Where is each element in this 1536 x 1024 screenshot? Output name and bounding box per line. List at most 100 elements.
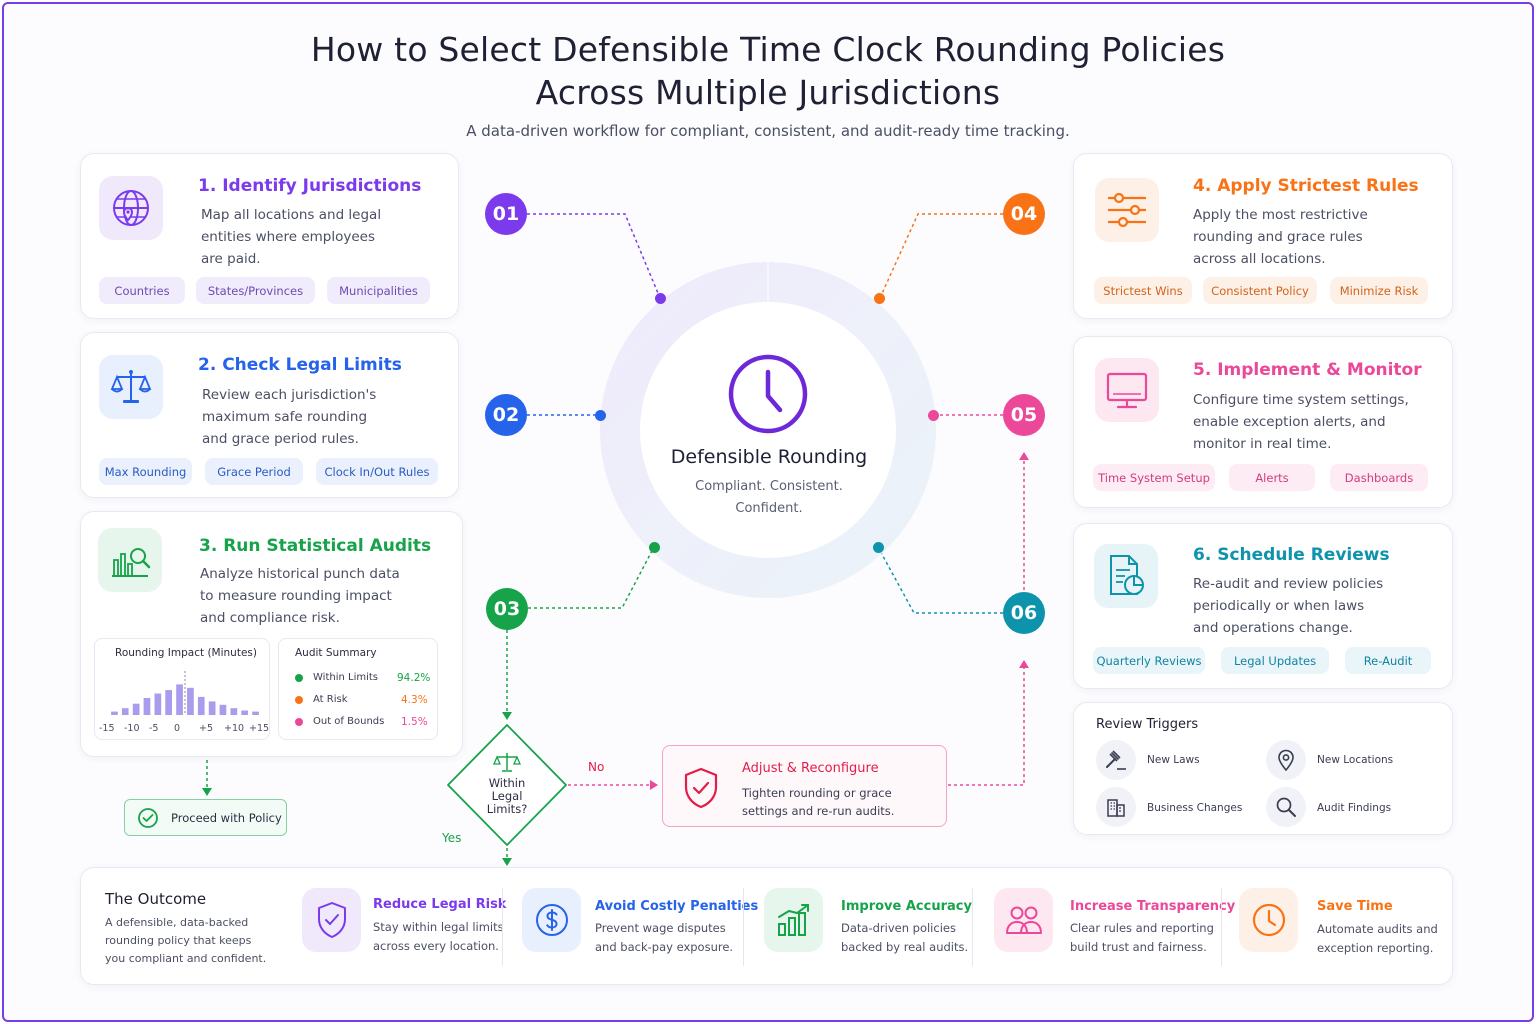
proceed-label: Proceed with Policy	[171, 810, 282, 825]
outcome-item-desc-line: across every location.	[373, 939, 499, 953]
outcome-item-desc-5: Automate audits and exception reporting.	[1317, 920, 1438, 958]
x-tick-label: -15	[99, 723, 115, 734]
badge-05: 05	[1003, 394, 1045, 436]
decision-diamond	[447, 724, 567, 846]
connector-04	[879, 213, 1003, 299]
step-desc-2: Review each jurisdiction's maximum safe …	[202, 384, 376, 450]
building-icon	[1096, 787, 1136, 827]
page-subtitle: A data-driven workflow for compliant, co…	[466, 122, 1070, 140]
tag-municipalities: Municipalities	[327, 277, 430, 304]
step-desc-3-line: Analyze historical punch data	[200, 566, 400, 582]
adjust-box: Adjust & Reconfigure Tighten rounding or…	[662, 745, 947, 827]
clock-icon	[1239, 888, 1298, 952]
outcome-item-desc-line: backed by real audits.	[841, 940, 969, 954]
histogram-bar	[208, 701, 216, 715]
growth-chart-icon	[764, 888, 823, 952]
histogram-bar	[187, 687, 194, 715]
divider	[502, 888, 503, 966]
center-subtitle: Compliant. Consistent. Confident.	[640, 476, 898, 520]
step-desc-4-line: across all locations.	[1193, 251, 1326, 267]
decision-line: Within	[488, 776, 526, 790]
step-desc-5-line: monitor in real time.	[1193, 436, 1332, 452]
tag-states-provinces: States/Provinces	[196, 277, 315, 304]
step-card-2: 2. Check Legal Limits Review each jurisd…	[80, 332, 459, 498]
step-card-1: 1. Identify Jurisdictions Map all locati…	[80, 153, 459, 319]
histogram-bar	[121, 708, 129, 715]
tag-max-rounding: Max Rounding	[99, 458, 192, 485]
badge-02: 02	[485, 394, 527, 436]
title-line-2: Across Multiple Jurisdictions	[535, 73, 1001, 112]
title-line-1: How to Select Defensible Time Clock Roun…	[310, 30, 1226, 69]
adjust-desc: Tighten rounding or grace settings and r…	[742, 784, 894, 820]
connector-01	[527, 213, 661, 299]
location-pin-icon	[1266, 740, 1306, 780]
outcome-item-desc-line: Stay within legal limits	[373, 920, 504, 934]
step-title-6: 6. Schedule Reviews	[1193, 545, 1390, 565]
step-title-2: 2. Check Legal Limits	[198, 355, 402, 375]
step-card-3: 3. Run Statistical Audits Analyze histor…	[80, 511, 463, 757]
outcome-title: The Outcome	[105, 890, 207, 908]
step-desc-6-line: Re-audit and review policies	[1193, 576, 1384, 592]
histogram-bar	[154, 693, 162, 715]
outcome-desc-line: you compliant and confident.	[105, 952, 267, 965]
outcome-item-desc-line: Data-driven policies	[841, 921, 956, 935]
tag-legal-updates: Legal Updates	[1221, 647, 1329, 674]
trigger-audit-findings: Audit Findings	[1317, 802, 1392, 814]
adjust-desc-line: settings and re-run audits.	[742, 804, 895, 818]
divider	[743, 888, 744, 966]
summary-value-out-of-bounds: 1.5%	[401, 716, 428, 728]
tag-time-system-setup: Time System Setup	[1093, 464, 1215, 491]
audit-summary: Audit Summary Within Limits 94.2% At Ris…	[278, 638, 438, 740]
summary-label-out-of-bounds: Out of Bounds	[313, 716, 385, 727]
step-title-3: 3. Run Statistical Audits	[199, 536, 432, 556]
center-sub-line-2: Confident.	[735, 501, 803, 516]
magnifier-icon	[1266, 787, 1306, 827]
yes-label: Yes	[442, 831, 462, 845]
tag-grace-period: Grace Period	[205, 458, 303, 485]
tag-quarterly-reviews: Quarterly Reviews	[1093, 647, 1205, 674]
sliders-icon	[1095, 178, 1159, 242]
globe-pin-icon	[99, 176, 163, 240]
histogram-bar	[219, 704, 227, 715]
scales-icon	[99, 355, 163, 419]
step-desc-1: Map all locations and legal entities whe…	[201, 204, 381, 270]
step-desc-3-line: to measure rounding impact	[200, 588, 392, 604]
center-clock-icon	[728, 354, 808, 434]
step-desc-1-line: Map all locations and legal	[201, 207, 382, 223]
review-triggers: Review Triggers New Laws New Locations B…	[1073, 702, 1453, 835]
status-dot-out-of-bounds	[295, 717, 303, 726]
step-desc-4: Apply the most restrictive rounding and …	[1193, 204, 1368, 270]
histogram-bar	[230, 708, 238, 715]
chart-title: Rounding Impact (Minutes)	[115, 647, 257, 659]
page-title: How to Select Defensible Time Clock Roun…	[0, 28, 1536, 114]
adjust-desc-line: Tighten rounding or grace	[742, 786, 892, 800]
step-desc-6-line: periodically or when laws	[1193, 598, 1365, 614]
divider	[1221, 888, 1222, 966]
outcome-item-desc-line: exception reporting.	[1317, 941, 1434, 955]
document-chart-icon	[1094, 544, 1158, 608]
histogram-bar	[165, 690, 172, 715]
outcome-item-desc-line: and back-pay exposure.	[595, 940, 734, 954]
step-desc-2-line: and grace period rules.	[202, 431, 359, 447]
outcome-desc-line: rounding policy that keeps	[105, 934, 252, 947]
outcome-desc-line: A defensible, data-backed	[105, 916, 249, 929]
summary-row-out-of-bounds: Out of Bounds	[295, 716, 384, 727]
shield-icon	[302, 888, 361, 952]
summary-row-at-risk: At Risk	[295, 694, 348, 705]
step-desc-5: Configure time system settings, enable e…	[1193, 389, 1409, 455]
summary-value-at-risk: 4.3%	[401, 694, 428, 706]
histogram-bar	[176, 684, 183, 715]
badge-06: 06	[1003, 592, 1045, 634]
step-desc-4-line: Apply the most restrictive	[1193, 207, 1368, 223]
outcome-item-title-2: Avoid Costly Penalties	[595, 899, 759, 914]
histogram-bar	[132, 703, 140, 715]
ring-dot-05	[928, 410, 939, 421]
outcome-item-desc-3: Data-driven policies backed by real audi…	[841, 919, 968, 957]
center-title: Defensible Rounding	[670, 446, 868, 468]
trigger-new-laws: New Laws	[1147, 754, 1200, 766]
step-card-5: 5. Implement & Monitor Configure time sy…	[1073, 336, 1453, 508]
step-desc-1-line: entities where employees	[201, 229, 376, 245]
outcome-item-desc-line: Automate audits and	[1317, 922, 1438, 936]
gavel-icon	[1096, 740, 1136, 780]
